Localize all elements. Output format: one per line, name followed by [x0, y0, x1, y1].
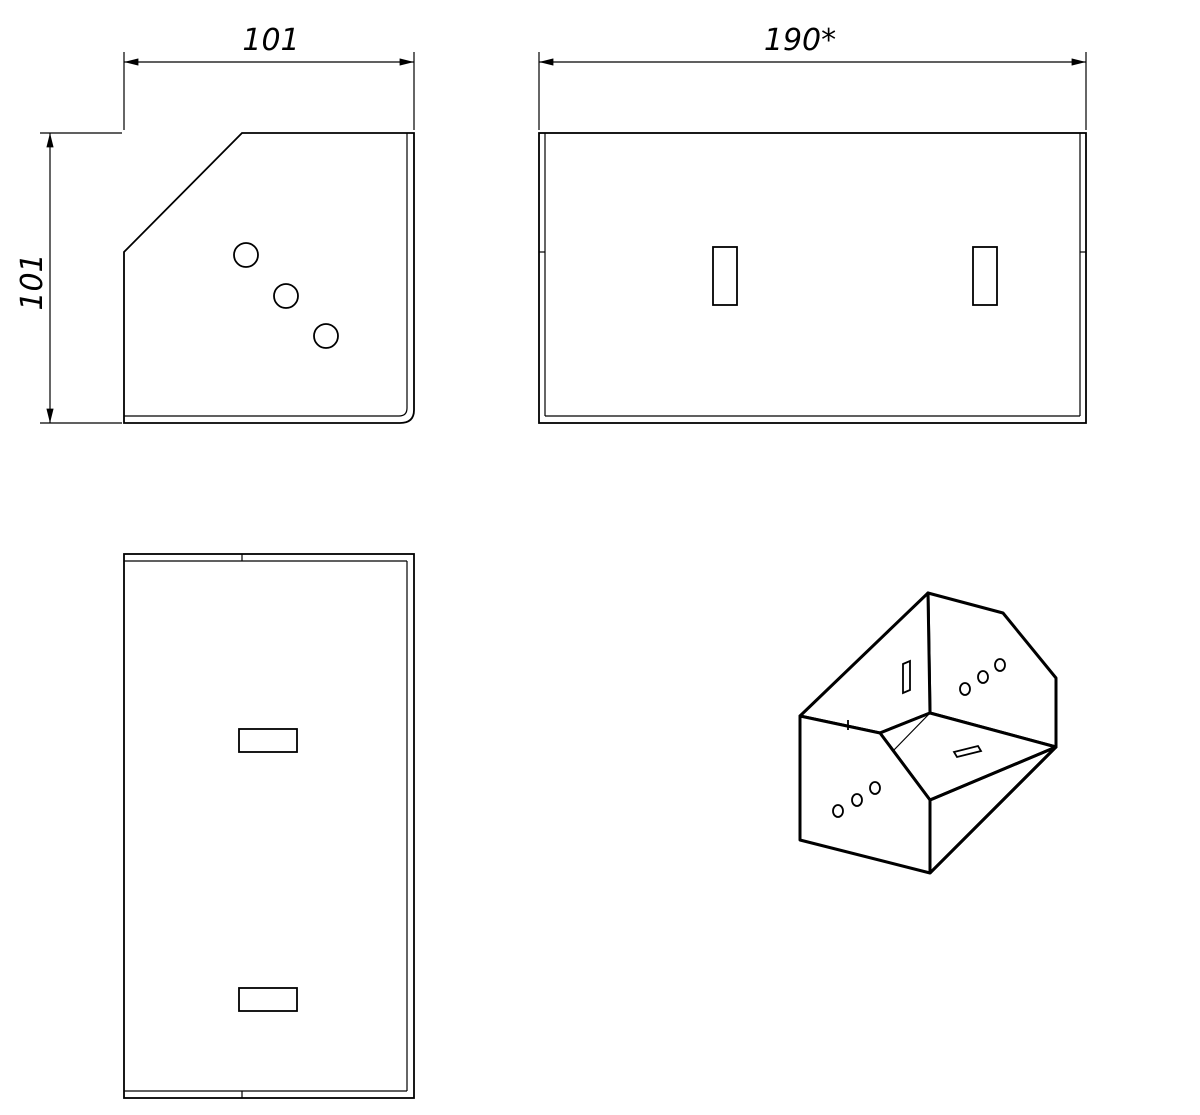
- iso-inner-edge: [891, 712, 931, 753]
- iso-hole: [994, 658, 1006, 672]
- isometric-view: [798, 591, 1058, 875]
- iso-bottom-edge: [928, 745, 1058, 875]
- iso-hole: [832, 804, 844, 818]
- front-width-label: 101: [242, 23, 299, 58]
- hole: [273, 283, 299, 309]
- iso-hole: [977, 670, 989, 684]
- hole: [233, 242, 259, 268]
- front-inner-bend-line: [124, 133, 408, 417]
- hole: [313, 323, 339, 349]
- side-width-label: 190*: [764, 23, 836, 58]
- slot: [972, 246, 998, 306]
- front-height-label: 101: [15, 253, 50, 310]
- iso-slot: [902, 659, 911, 695]
- side-outline: [538, 132, 1087, 424]
- slot: [238, 728, 298, 753]
- iso-hole: [959, 682, 971, 696]
- iso-hole: [851, 793, 863, 807]
- slot: [712, 246, 738, 306]
- iso-front-wall: [798, 714, 932, 875]
- front-outline: [123, 132, 415, 424]
- front-view: 101 101: [15, 23, 415, 424]
- iso-slot: [952, 744, 983, 759]
- top-outline: [123, 553, 415, 1099]
- slot: [238, 987, 298, 1012]
- side-view: 190*: [538, 23, 1087, 424]
- iso-hole: [869, 781, 881, 795]
- top-view: [123, 553, 415, 1099]
